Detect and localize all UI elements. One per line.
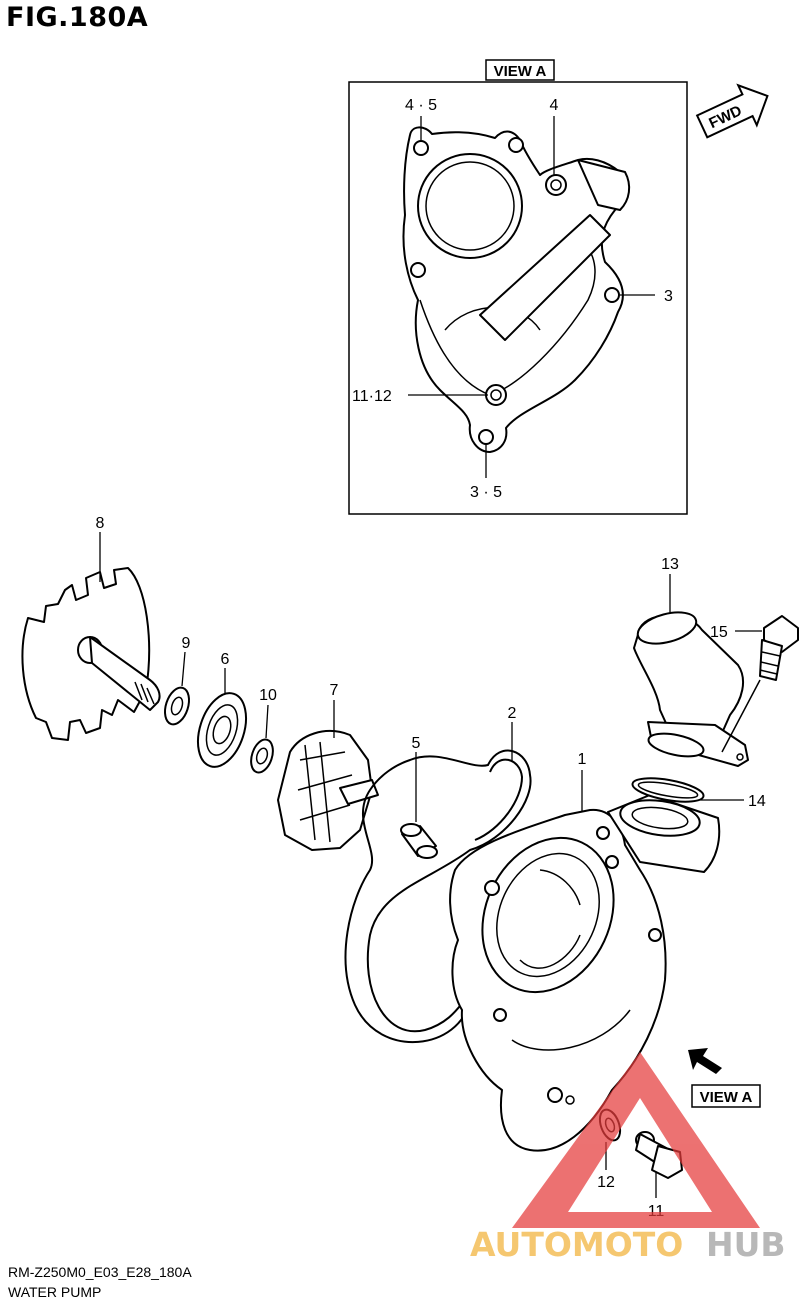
callout-part-6: 6 — [221, 651, 230, 668]
callout-part-2: 2 — [508, 705, 517, 722]
callout-part-7: 7 — [330, 682, 339, 699]
view-a-pointer: VIEW A — [688, 1048, 761, 1108]
automotohub-watermark: AUTOMOTO HUB — [470, 1052, 786, 1264]
part-2-gasket-o-ring — [344, 749, 532, 1043]
part-11-drain-bolt — [635, 1131, 683, 1179]
callout-part-13: 13 — [661, 556, 679, 573]
callout-part-12: 12 — [597, 1174, 615, 1191]
part-13-hose-elbow — [633, 611, 749, 767]
callout-part-5: 5 — [412, 735, 421, 752]
view-a-pointer-label: VIEW A — [700, 1089, 753, 1106]
callout-view-a-3: 3 — [664, 288, 673, 305]
part-7-impeller — [277, 730, 379, 851]
callout-view-a-3-5: 3 · 5 — [470, 484, 502, 501]
callout-view-a-4-5: 4 · 5 — [405, 97, 437, 114]
watermark-text-automoto: AUTOMOTO — [470, 1225, 683, 1264]
figure-title: FIG.180A — [6, 2, 149, 33]
figure-code: RM-Z250M0_E03_E28_180A — [8, 1264, 192, 1280]
callout-part-1: 1 — [578, 751, 587, 768]
callout-view-a-11-12: 11·12 — [352, 388, 392, 405]
pump-cover-view-a — [402, 126, 631, 453]
part-14-o-ring — [631, 777, 705, 803]
callout-part-8: 8 — [96, 515, 105, 532]
callout-part-15: 15 — [710, 624, 728, 641]
callout-part-14: 14 — [748, 793, 766, 810]
callout-view-a-4: 4 — [550, 97, 559, 114]
part-8-pump-gear-shaft — [21, 567, 161, 741]
watermark-text-hub: HUB — [706, 1225, 786, 1264]
view-a-inset: VIEW A 4 · 5 4 3 11·12 — [348, 59, 688, 515]
part-15-bolt — [721, 615, 799, 753]
figure-name: WATER PUMP — [8, 1284, 102, 1300]
view-a-inset-label: VIEW A — [494, 63, 547, 80]
callout-part-9: 9 — [182, 635, 191, 652]
part-9-washer — [164, 686, 190, 726]
part-6-oil-seal — [197, 692, 247, 768]
fwd-arrow-icon: FWD — [695, 83, 769, 139]
callout-part-10: 10 — [259, 687, 277, 704]
part-5-dowel-pin — [400, 823, 438, 859]
part-10-washer — [250, 738, 274, 774]
watermark-triangle-icon — [512, 1052, 760, 1228]
part-1-pump-case — [449, 794, 721, 1152]
